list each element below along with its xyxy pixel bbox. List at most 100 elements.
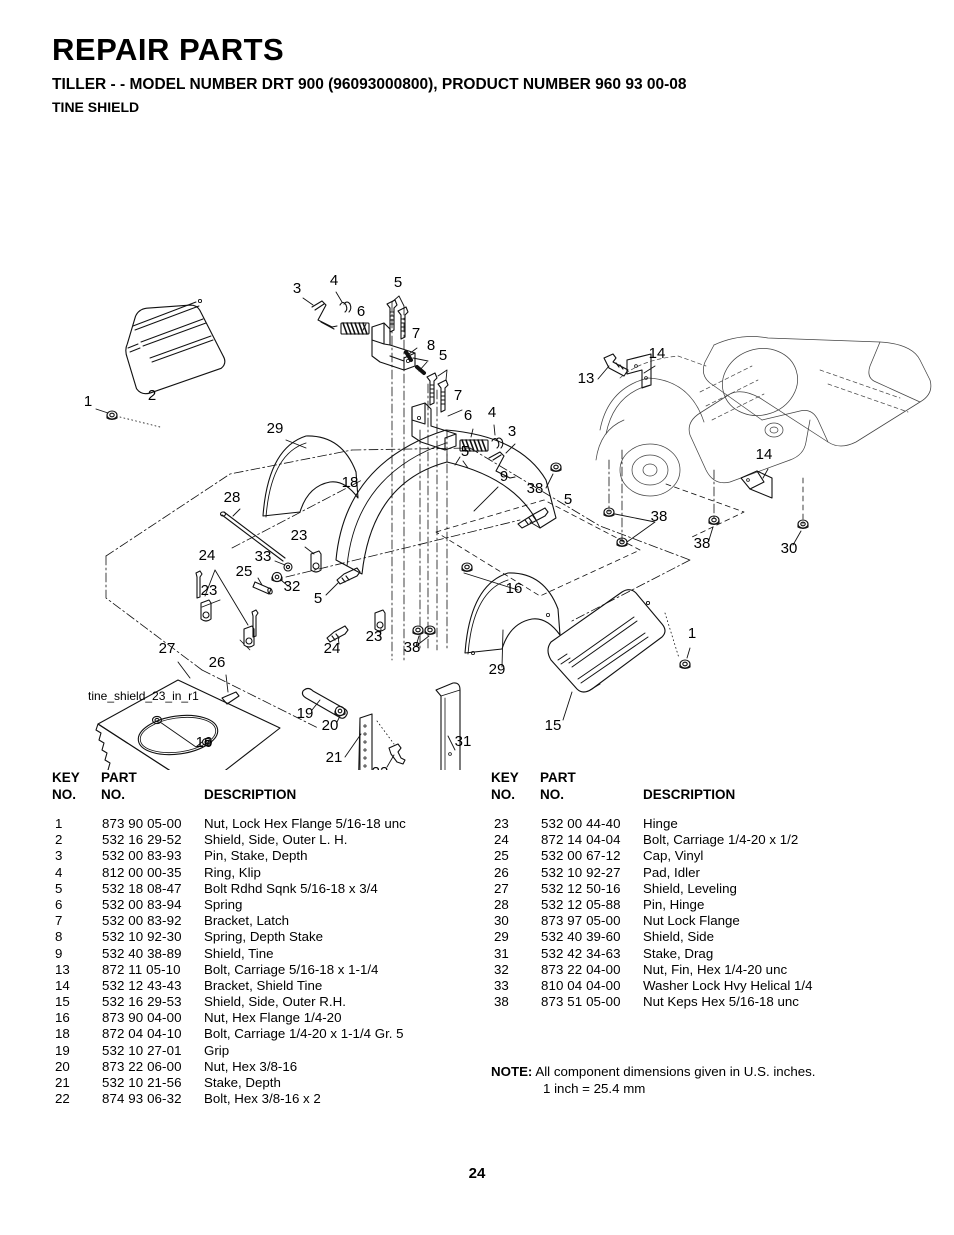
callout-13: 13: [578, 370, 595, 387]
callout-3: 3: [293, 280, 301, 297]
part-bolt-rdhd-sqnk-shield: [517, 507, 549, 529]
part-stake-depth: [358, 713, 373, 770]
key-number: 19: [55, 1042, 70, 1058]
table-row: 30 873 97 05-00 Nut Lock Flange: [491, 913, 941, 929]
part-shield-leveling: [95, 679, 281, 770]
key-header-line2: NO.: [52, 787, 77, 802]
part-description: Spring: [204, 896, 243, 912]
callout-23: 23: [291, 527, 308, 544]
key-number: 24: [494, 832, 509, 848]
part-number: 532 10 92-27: [541, 864, 621, 880]
part-hinge-c: [200, 599, 212, 622]
key-number: 15: [55, 994, 70, 1010]
part-description: Shield, Tine: [204, 945, 274, 961]
part-nut-16-lev-a: [151, 715, 163, 725]
part-shield-side-29-lower: [464, 572, 561, 656]
key-number: 1: [55, 816, 63, 831]
part-nut-38-shield-top: [550, 462, 562, 473]
part-number: 532 40 39-60: [541, 929, 621, 945]
callout-7: 7: [412, 325, 420, 342]
table-row: 23 532 00 44-40 Hinge: [491, 816, 941, 832]
key-number: 9: [55, 945, 63, 961]
part-number: 872 14 04-04: [541, 832, 621, 848]
key-number: 30: [494, 913, 509, 929]
callout-20: 20: [322, 717, 339, 734]
note-label: NOTE:: [491, 1064, 533, 1079]
key-number: 5: [55, 880, 63, 896]
part-bolt-rdhd-sqnk-upper-b: [397, 306, 409, 340]
key-number: 23: [494, 816, 509, 831]
callout-29: 29: [489, 661, 506, 678]
part-description: Pin, Stake, Depth: [204, 848, 308, 864]
part-bracket-shield-tine-lower: [740, 470, 773, 499]
part-bolt-carriage-24-b: [251, 609, 259, 638]
part-bolt-carriage-24-d: [336, 567, 361, 585]
page-number: 24: [468, 1165, 486, 1182]
callout-21: 21: [326, 749, 343, 766]
part-number: 873 90 04-00: [102, 1010, 182, 1026]
part-number: 532 00 44-40: [541, 816, 621, 831]
key-number: 21: [55, 1075, 70, 1090]
table-row: 5 532 18 08-47 Bolt Rdhd Sqnk 5/16-18 x 3/…: [52, 881, 492, 897]
part-number: 532 10 21-56: [102, 1075, 182, 1090]
part-description: Bolt, Carriage 5/16-18 x 1-1/4: [204, 961, 379, 977]
callout-30: 30: [781, 540, 798, 557]
callout-9: 9: [500, 468, 508, 485]
part-description: Nut Lock Flange: [643, 913, 740, 929]
part-description: Shield, Side: [643, 929, 714, 945]
callout-28: 28: [224, 489, 241, 506]
description-header: DESCRIPTION: [643, 787, 736, 802]
part-bolt-hex-22: [388, 743, 406, 765]
part-description: Pad, Idler: [643, 864, 700, 880]
part-description: Washer Lock Hvy Helical 1/4: [643, 977, 813, 993]
part-number: 532 12 05-88: [541, 896, 621, 912]
part-number: 873 97 05-00: [541, 913, 621, 929]
part-description: Spring, Depth Stake: [204, 929, 324, 945]
key-number: 13: [55, 961, 70, 977]
section-title: TINE SHIELD: [52, 99, 140, 116]
page-title: REPAIR PARTS: [52, 32, 285, 67]
part-number: 532 40 38-89: [102, 945, 182, 961]
part-description: Bracket, Latch: [204, 913, 289, 929]
callout-18: 18: [342, 474, 359, 491]
page-header: REPAIR PARTS TILLER - - MODEL NUMBER DRT…: [52, 32, 912, 116]
tiller-body-phantom: [595, 336, 932, 497]
part-description: Hinge: [643, 816, 678, 831]
part-spring-upper: [340, 322, 370, 335]
part-bolt-rdhd-sqnk-mid-a: [426, 372, 438, 406]
callout-23: 23: [366, 628, 383, 645]
part-description: Bolt Rdhd Sqnk 5/16-18 x 3/4: [204, 880, 378, 896]
part-nut-fin-hex: [271, 571, 283, 583]
part-number: 532 18 08-47: [102, 880, 182, 896]
key-number: 3: [55, 848, 63, 864]
model-subtitle: TILLER - - MODEL NUMBER DRT 900 (9609300…: [52, 75, 687, 93]
part-nut-keps-38-pair: [412, 625, 436, 636]
part-nut-lock-hex-flange-left: [106, 410, 118, 421]
part-header-line2: NO.: [101, 787, 126, 802]
part-number: 873 22 06-00: [102, 1058, 182, 1074]
callout-5: 5: [394, 274, 402, 291]
key-number: 6: [55, 896, 63, 912]
callout-5: 5: [314, 590, 322, 607]
callout-38: 38: [694, 535, 711, 552]
part-number: 874 93 06-32: [102, 1091, 182, 1107]
callout-19: 19: [297, 705, 314, 722]
note-line2: 1 inch = 25.4 mm: [543, 1080, 646, 1096]
note-line1: All component dimensions given in U.S. i…: [535, 1064, 816, 1079]
